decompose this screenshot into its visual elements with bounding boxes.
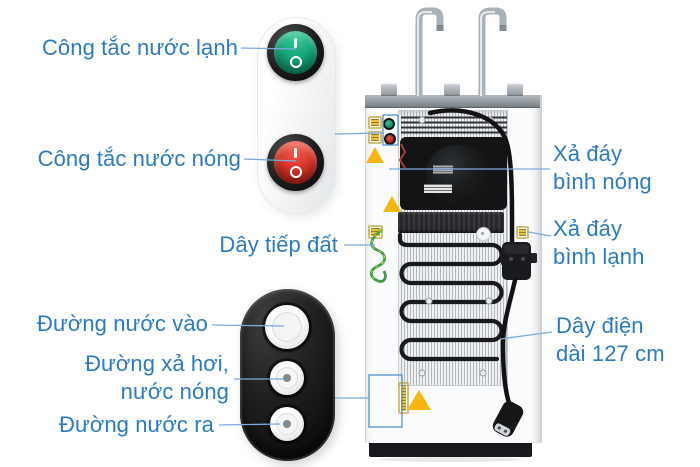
label-line: Xả đáy	[553, 216, 623, 241]
label-water-inlet: Đường nước vào	[37, 311, 208, 336]
port-water-inlet	[265, 305, 309, 349]
spec-sticker	[369, 132, 381, 143]
top-cap-left	[381, 82, 397, 96]
warning-triangle-icon	[383, 196, 401, 212]
caution-strip-sticker	[399, 383, 408, 413]
cold-water-switch	[267, 24, 324, 81]
label-cold-tank-drain: Xả đáy bình lạnh	[553, 215, 644, 271]
label-hot-water-switch: Công tắc nước nóng	[37, 146, 241, 171]
label-line: Đường xả hơi,	[85, 351, 229, 376]
port-water-outlet	[270, 407, 304, 441]
label-cold-water-switch: Công tắc nước lạnh	[41, 35, 238, 60]
compressor-label-small	[433, 165, 453, 174]
cabinet-shadow	[380, 457, 522, 462]
hot-water-switch	[267, 134, 324, 191]
drain-tag-sticker	[517, 227, 528, 238]
switch-off-mark	[290, 166, 302, 178]
label-line: bình lạnh	[553, 244, 645, 269]
switch-on-mark	[294, 148, 297, 158]
label-hot-tank-drain: Xả đáy bình nóng	[553, 140, 652, 196]
cabinet-base	[369, 443, 532, 457]
label-line: nước nóng	[120, 379, 229, 404]
cold-tank-drain-plug	[476, 227, 491, 242]
label-steam-hot-drain: Đường xả hơi, nước nóng	[29, 350, 229, 406]
rocker-red	[274, 141, 317, 184]
compressor-name-plate	[421, 182, 455, 195]
label-line: bình nóng	[553, 169, 652, 194]
label-line: Xả đáy	[553, 141, 623, 166]
warning-triangle-icon	[407, 390, 431, 410]
gooseneck-faucets	[415, 7, 507, 96]
switch-off-mark	[290, 56, 302, 68]
top-cap-right	[507, 82, 523, 96]
rear-cold-switch	[383, 118, 395, 130]
rear-hot-switch	[384, 133, 396, 145]
label-line: Dây điện	[556, 313, 644, 338]
label-ground-wire: Dây tiếp đất	[219, 232, 338, 257]
ground-sticker	[369, 226, 382, 238]
rocker-green	[274, 31, 317, 74]
label-line: dài 127 cm	[556, 341, 665, 366]
label-water-outlet: Đường nước ra	[59, 412, 214, 437]
port-steam-drain	[270, 361, 304, 395]
label-power-cord: Dây điện dài 127 cm	[556, 312, 665, 368]
warning-triangle-icon	[366, 147, 384, 163]
top-cap-center	[444, 82, 460, 96]
compressor-compartment	[400, 137, 507, 210]
cabinet-top-band	[365, 95, 540, 108]
spec-sticker	[369, 117, 381, 128]
switch-on-mark	[294, 38, 297, 48]
